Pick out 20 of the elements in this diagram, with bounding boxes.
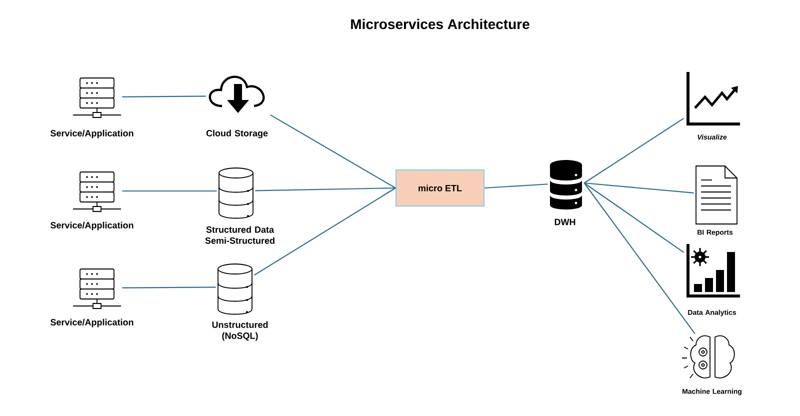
connector-line (584, 182, 696, 334)
connector-line (584, 182, 694, 194)
icon-label: Structured Data Semi-Structured (205, 226, 274, 244)
connector-line (254, 188, 396, 276)
icon-label: Service/Application (50, 318, 134, 328)
connector-line (122, 96, 206, 98)
connector-line (584, 118, 684, 184)
icon-label: DWH (554, 218, 576, 226)
icon-label: Unstructured (NoSQL) (212, 321, 268, 341)
connector-line (270, 114, 396, 188)
connector-line (122, 190, 217, 192)
connector-line (584, 182, 684, 253)
icon-label: Service/Application (50, 222, 134, 230)
title: Microservices Architecture (351, 18, 530, 30)
process-box: micro ETL (396, 170, 484, 206)
connector-line (122, 286, 216, 288)
connector-line (484, 184, 548, 189)
icon-label: Service/Application (50, 130, 134, 138)
icon-label: Cloud Storage (206, 130, 268, 138)
connector-line (255, 187, 396, 192)
